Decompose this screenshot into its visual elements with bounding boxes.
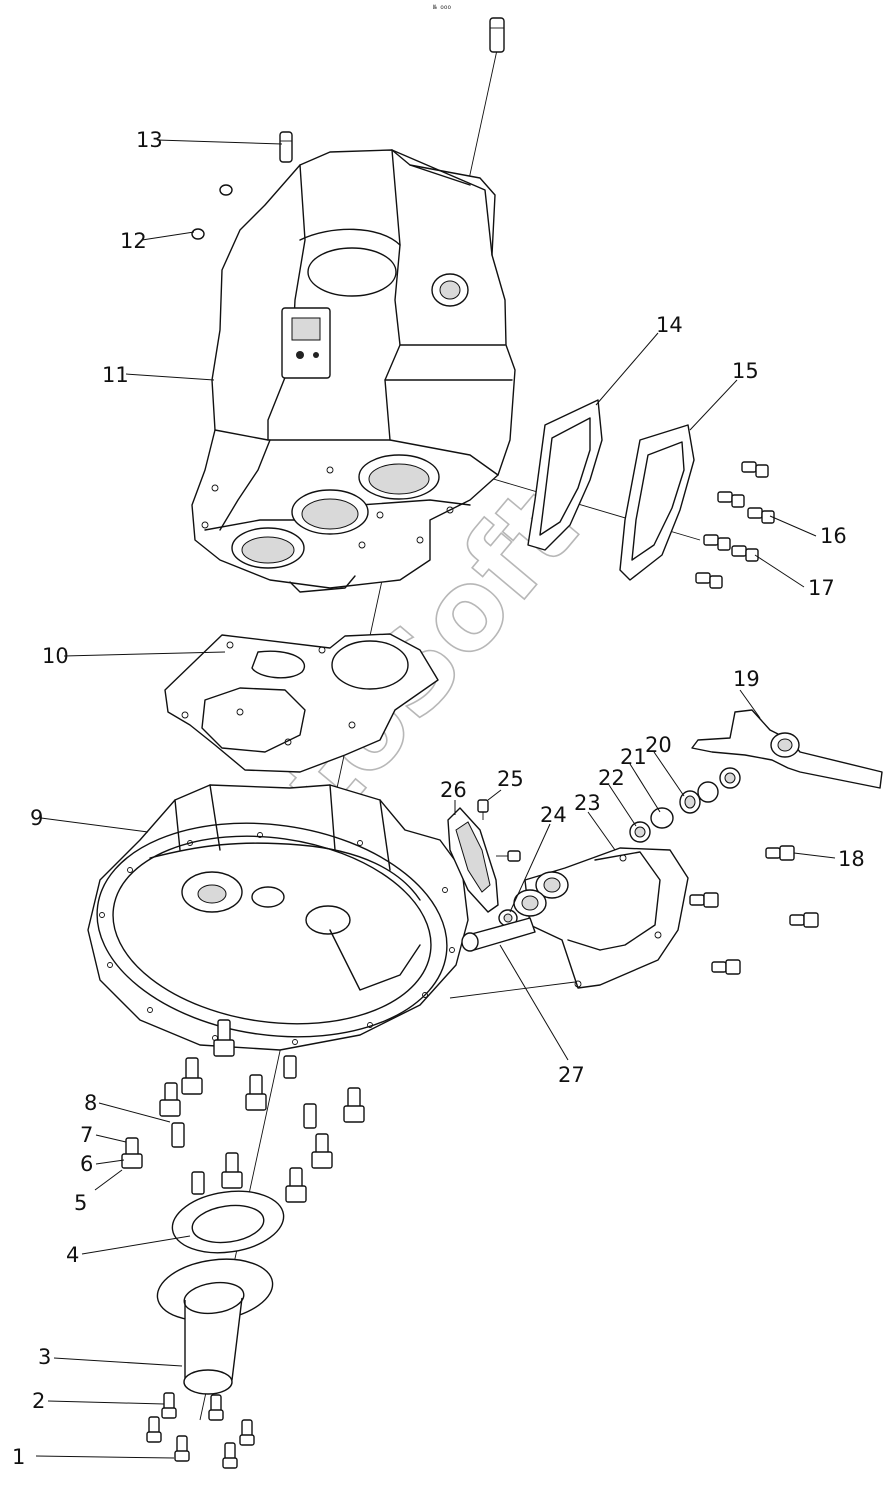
part-18-bolts	[689, 845, 819, 975]
part-13-dowel-pin	[279, 17, 505, 163]
callout-25: 25	[497, 767, 524, 791]
callout-19: 19	[733, 667, 760, 691]
part-5-8-studs	[121, 1019, 365, 1203]
header-mark: № ooo	[433, 4, 451, 11]
callout-13: 13	[136, 128, 163, 152]
part-3-bearing-retainer	[156, 1258, 274, 1395]
callout-17: 17	[808, 576, 835, 600]
part-20-22-rings	[629, 767, 741, 843]
callout-18: 18	[838, 847, 865, 871]
part-11-transmission-housing	[191, 149, 516, 593]
callout-8: 8	[84, 1091, 97, 1115]
part-16-17-bolts	[695, 461, 775, 589]
callout-3: 3	[38, 1345, 51, 1369]
callout-11: 11	[102, 363, 129, 387]
callout-15: 15	[732, 359, 759, 383]
callout-4: 4	[66, 1243, 79, 1267]
callout-labels: 13 12 11 14 15 16 17 10 19 20 21 22 25 2…	[12, 128, 865, 1469]
callout-20: 20	[645, 733, 672, 757]
part-4-flange-gasket	[171, 1190, 285, 1254]
callout-26: 26	[440, 778, 467, 802]
part-24-bushing	[498, 909, 518, 927]
part-1-2-screws	[146, 1392, 255, 1469]
callout-16: 16	[820, 524, 847, 548]
part-23-release-bracket	[513, 847, 689, 989]
part-25-screw	[477, 799, 521, 862]
callout-23: 23	[574, 791, 601, 815]
callout-12: 12	[120, 229, 147, 253]
callout-14: 14	[656, 313, 683, 337]
callout-9: 9	[30, 806, 43, 830]
callout-10: 10	[42, 644, 69, 668]
part-9-clutch-housing	[87, 784, 469, 1051]
part-26-inspection-plate	[447, 807, 499, 913]
callout-2: 2	[32, 1389, 45, 1413]
part-12-plug	[191, 184, 233, 240]
callout-21: 21	[620, 745, 647, 769]
part-10-gasket	[164, 633, 439, 773]
part-19-release-fork	[691, 709, 883, 789]
callout-24: 24	[540, 803, 567, 827]
callout-7: 7	[80, 1123, 93, 1147]
part-14-cover-gasket	[527, 399, 603, 551]
callout-5: 5	[74, 1191, 87, 1215]
callout-1: 1	[12, 1445, 25, 1469]
leader-lines	[35, 139, 836, 1459]
part-15-side-cover	[619, 424, 695, 581]
callout-27: 27	[558, 1063, 585, 1087]
callout-6: 6	[80, 1152, 93, 1176]
callout-22: 22	[598, 766, 625, 790]
part-27-shaft	[461, 917, 536, 952]
